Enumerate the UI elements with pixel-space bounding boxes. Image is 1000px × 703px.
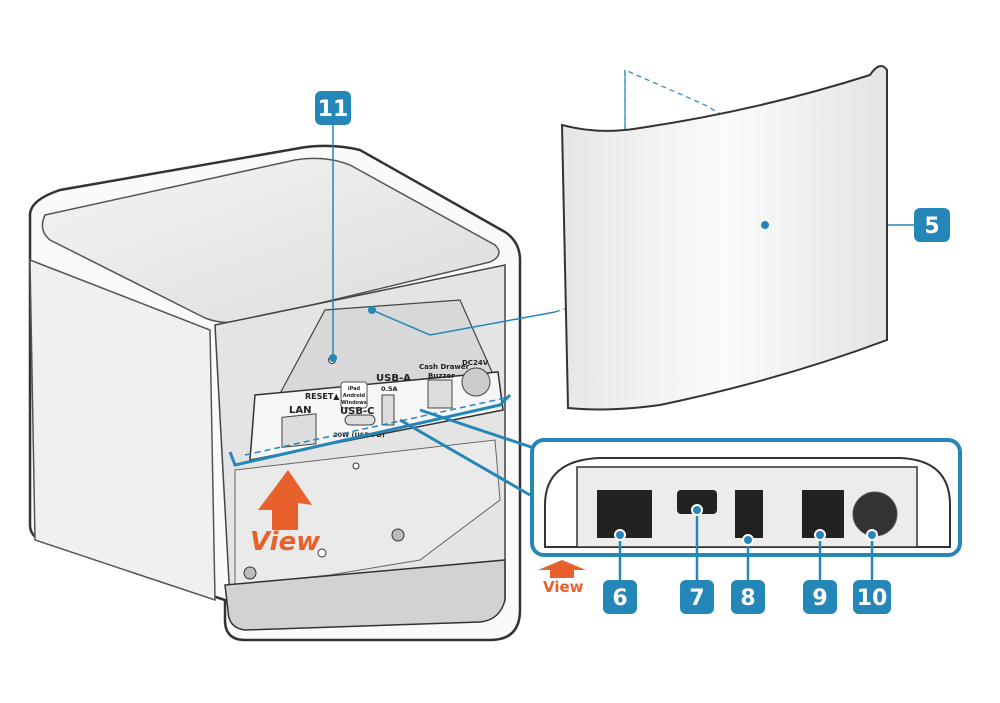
usb-a-label: USB-A <box>376 373 411 384</box>
svg-text:7: 7 <box>689 586 704 611</box>
usb-a-current-label: 0.5A <box>381 385 398 393</box>
svg-text:9: 9 <box>812 586 827 611</box>
connector-inset: View <box>530 438 962 596</box>
svg-text:10: 10 <box>857 586 888 611</box>
os-label-windows: Windows <box>341 400 366 406</box>
callout-badges: 11 5 6 7 8 9 10 <box>315 91 950 614</box>
usb-c-port-inset <box>677 490 717 514</box>
printer-side <box>29 258 216 602</box>
view-label-inset: View <box>543 578 584 596</box>
view-arrow-main: View <box>250 470 321 557</box>
os-label-ipad: iPad <box>348 386 361 392</box>
dc-label: DC24V <box>462 359 489 367</box>
view-arrow-icon <box>258 470 312 530</box>
rear-cover <box>560 65 888 411</box>
callout-7: 7 <box>680 580 714 614</box>
usb-c-port <box>344 414 376 426</box>
buzzer-label: Buzzer <box>428 372 455 380</box>
lan-port <box>281 413 317 448</box>
connector-panel: RESET▲ iPad Android Windows LAN USB-C 20… <box>249 299 504 461</box>
callout-9: 9 <box>803 580 837 614</box>
callout-11: 11 <box>315 91 351 125</box>
lan-label: LAN <box>289 405 311 416</box>
svg-text:5: 5 <box>924 214 939 239</box>
cash-drawer-label: Cash Drawer <box>419 363 470 371</box>
dc-port-inset <box>852 491 898 537</box>
paper-guide <box>224 559 506 631</box>
svg-text:11: 11 <box>318 97 349 122</box>
callout-10: 10 <box>853 580 891 614</box>
reset-label: RESET▲ <box>305 392 340 401</box>
cash-drawer-port <box>427 379 453 409</box>
lan-port-inset <box>597 490 652 538</box>
usb-c-label: USB-C <box>340 406 374 417</box>
callout-8: 8 <box>731 580 765 614</box>
svg-text:8: 8 <box>740 586 755 611</box>
callout-5: 5 <box>914 208 950 242</box>
view-label-main: View <box>250 527 321 557</box>
usb-a-port <box>381 394 395 426</box>
os-label-android: Android <box>343 393 366 399</box>
usb-c-power-label: 20W (USB PD) <box>333 431 385 439</box>
callout-6: 6 <box>603 580 637 614</box>
view-arrow-inset-icon <box>538 560 586 578</box>
svg-text:6: 6 <box>612 586 627 611</box>
dc-port <box>461 367 491 397</box>
usb-a-port-inset <box>735 490 763 538</box>
